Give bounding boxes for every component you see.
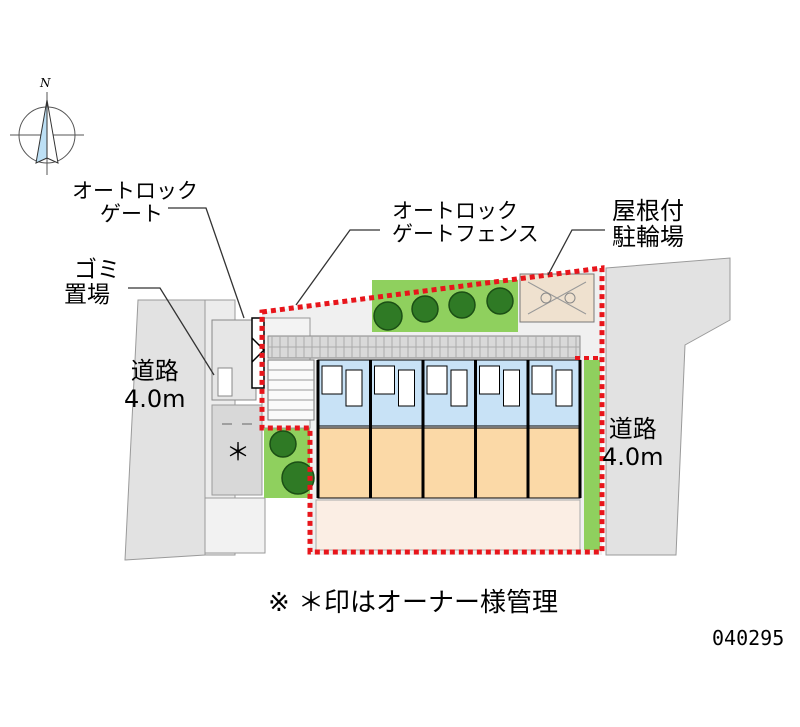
site-boundary: [259, 265, 605, 555]
map-code: 040295: [712, 626, 785, 650]
owner-mark: ＊: [226, 438, 250, 466]
leader-lines: [128, 207, 605, 376]
owner-note: ※ ＊印はオーナー様管理: [268, 588, 559, 618]
trees: [269, 287, 514, 495]
owner-managed-area: [211, 404, 263, 496]
road-west: [124, 299, 216, 561]
label-autolock-gate: オートロック ゲート: [72, 179, 198, 227]
label-garbage: ゴミ 置場: [64, 257, 120, 309]
apartment-units: [316, 359, 582, 499]
apartment-unit: [316, 359, 371, 499]
label-bike-parking: 屋根付 駐輪場: [612, 197, 684, 252]
compass-north-label: N: [40, 76, 51, 90]
road-east-label: 道路 4.0m: [602, 415, 664, 471]
lower-lot: [204, 497, 266, 554]
apartment-unit: [421, 359, 476, 499]
apartment-unit: [526, 359, 581, 499]
label-autolock-fence: オートロック ゲートフェンス: [392, 199, 539, 247]
compass-icon: [10, 92, 84, 175]
road-west-label: 道路 4.0m: [124, 357, 186, 413]
apartment-unit: [369, 359, 423, 499]
east-garden-strip: [584, 360, 600, 550]
apartment-unit: [474, 359, 528, 499]
south-yard: [315, 499, 581, 551]
road-east: [605, 257, 731, 556]
